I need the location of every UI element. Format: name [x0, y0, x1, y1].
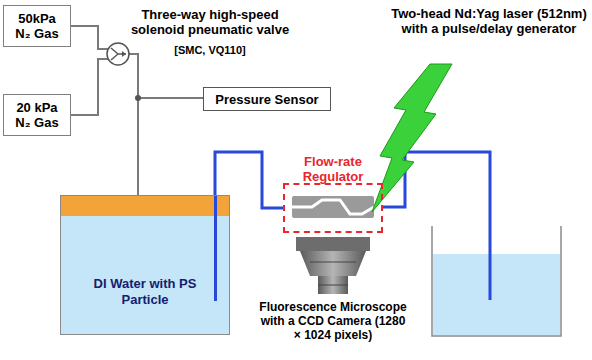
reservoir-tank: DI Water with PS Particle: [60, 195, 230, 335]
laser-label: Two-head Nd:Yag laser (512nm) with a pul…: [390, 6, 588, 36]
microfluidic-chip: [292, 196, 374, 218]
gas-supply-box: 20 kPa N₂ Gas: [3, 94, 71, 136]
gas-line: [71, 59, 108, 115]
tube-segment: [214, 196, 217, 301]
gas-line: [129, 54, 138, 195]
box-label: 20 kPa N₂ Gas: [11, 100, 63, 130]
part-number: [SMC, VQ110]: [160, 44, 260, 57]
sensor-box: Pressure Sensor: [203, 87, 331, 111]
box-label: DI Water with PS Particle: [91, 276, 199, 308]
valve-symbol: [107, 43, 129, 65]
outlet-beaker: [432, 226, 561, 336]
gas-line: [71, 26, 108, 49]
region-heading: Flow-rate Regulator: [288, 154, 378, 184]
gas-supply-box: 50kPa N₂ Gas: [3, 5, 71, 47]
microscope-objective: [296, 237, 370, 294]
valve-label: Three-way high-speed solenoid pneumatic …: [120, 7, 300, 37]
box-label: 50kPa N₂ Gas: [11, 11, 63, 41]
junction-dot: [135, 95, 141, 101]
box-label: Pressure Sensor: [215, 92, 318, 107]
laser-bolt: [372, 64, 452, 212]
regulator-region: Flow-rate Regulator: [283, 183, 383, 233]
sensor-line: [138, 97, 203, 99]
microscope-label: Fluorescence Microscope with a CCD Camer…: [258, 300, 408, 342]
